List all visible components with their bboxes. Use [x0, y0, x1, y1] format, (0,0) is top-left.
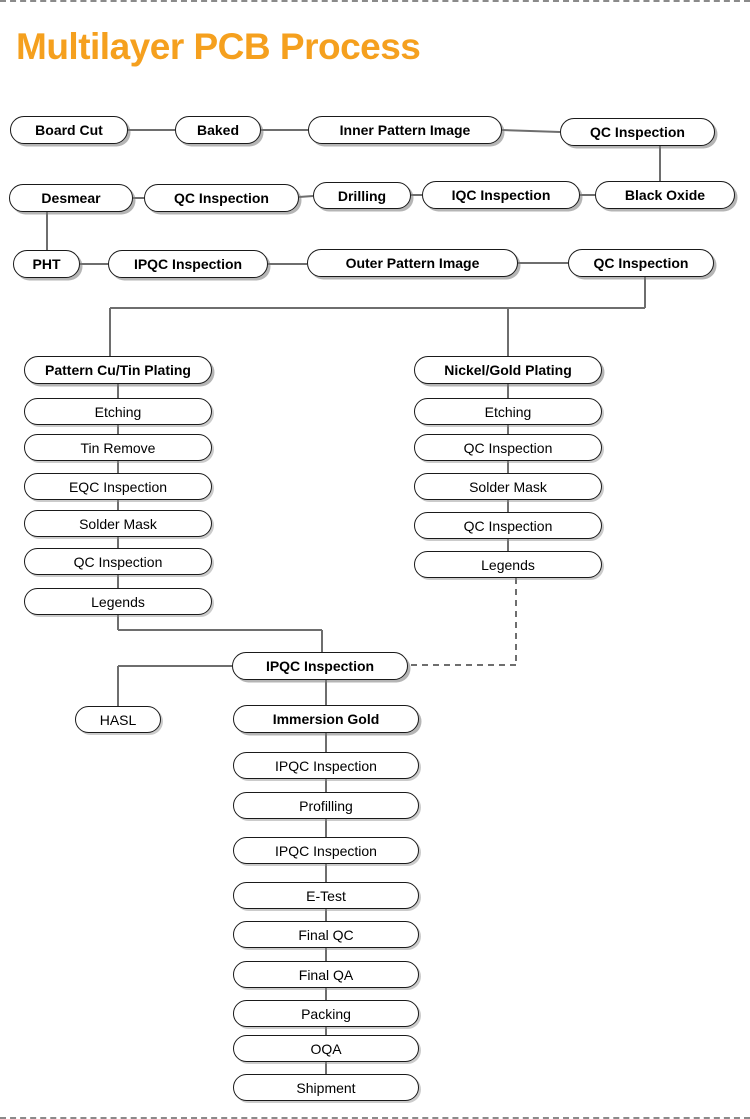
node-pattern_cutin[interactable]: Pattern Cu/Tin Plating — [24, 356, 212, 384]
node-profilling[interactable]: Profilling — [233, 792, 419, 819]
node-outer_pattern[interactable]: Outer Pattern Image — [307, 249, 518, 277]
node-qc2[interactable]: QC Inspection — [144, 184, 299, 212]
node-qc_r1[interactable]: QC Inspection — [414, 434, 602, 461]
node-drilling[interactable]: Drilling — [313, 182, 411, 209]
node-qc_r2[interactable]: QC Inspection — [414, 512, 602, 539]
node-ipqc3[interactable]: IPQC Inspection — [233, 752, 419, 779]
node-pht[interactable]: PHT — [13, 250, 80, 278]
node-immersion_gold[interactable]: Immersion Gold — [233, 705, 419, 733]
node-baked[interactable]: Baked — [175, 116, 261, 144]
node-packing[interactable]: Packing — [233, 1000, 419, 1027]
node-desmear[interactable]: Desmear — [9, 184, 133, 212]
node-ipqc2[interactable]: IPQC Inspection — [232, 652, 408, 680]
edge-drilling-qc2 — [298, 195, 314, 198]
node-qc_l[interactable]: QC Inspection — [24, 548, 212, 575]
node-legends_l[interactable]: Legends — [24, 588, 212, 615]
node-hasl[interactable]: HASL — [75, 706, 161, 733]
node-inner_pattern[interactable]: Inner Pattern Image — [308, 116, 502, 144]
node-final_qc[interactable]: Final QC — [233, 921, 419, 948]
node-ipqc1[interactable]: IPQC Inspection — [108, 250, 268, 278]
node-solder_mask_l[interactable]: Solder Mask — [24, 510, 212, 537]
node-etching_r[interactable]: Etching — [414, 398, 602, 425]
node-oqa[interactable]: OQA — [233, 1035, 419, 1062]
node-eqc[interactable]: EQC Inspection — [24, 473, 212, 500]
node-qc1[interactable]: QC Inspection — [560, 118, 715, 146]
page-title: Multilayer PCB Process — [16, 26, 421, 67]
edge-inner_pattern-qc1 — [501, 129, 561, 133]
node-qc3[interactable]: QC Inspection — [568, 249, 714, 277]
node-board_cut[interactable]: Board Cut — [10, 116, 128, 144]
node-tin_remove[interactable]: Tin Remove — [24, 434, 212, 461]
node-ipqc4[interactable]: IPQC Inspection — [233, 837, 419, 864]
node-solder_mask_r[interactable]: Solder Mask — [414, 473, 602, 500]
node-final_qa[interactable]: Final QA — [233, 961, 419, 988]
node-iqc[interactable]: IQC Inspection — [422, 181, 580, 209]
node-e_test[interactable]: E-Test — [233, 882, 419, 909]
node-black_oxide[interactable]: Black Oxide — [595, 181, 735, 209]
node-legends_r[interactable]: Legends — [414, 551, 602, 578]
node-etching_l[interactable]: Etching — [24, 398, 212, 425]
node-nickel_gold[interactable]: Nickel/Gold Plating — [414, 356, 602, 384]
node-shipment[interactable]: Shipment — [233, 1074, 419, 1101]
